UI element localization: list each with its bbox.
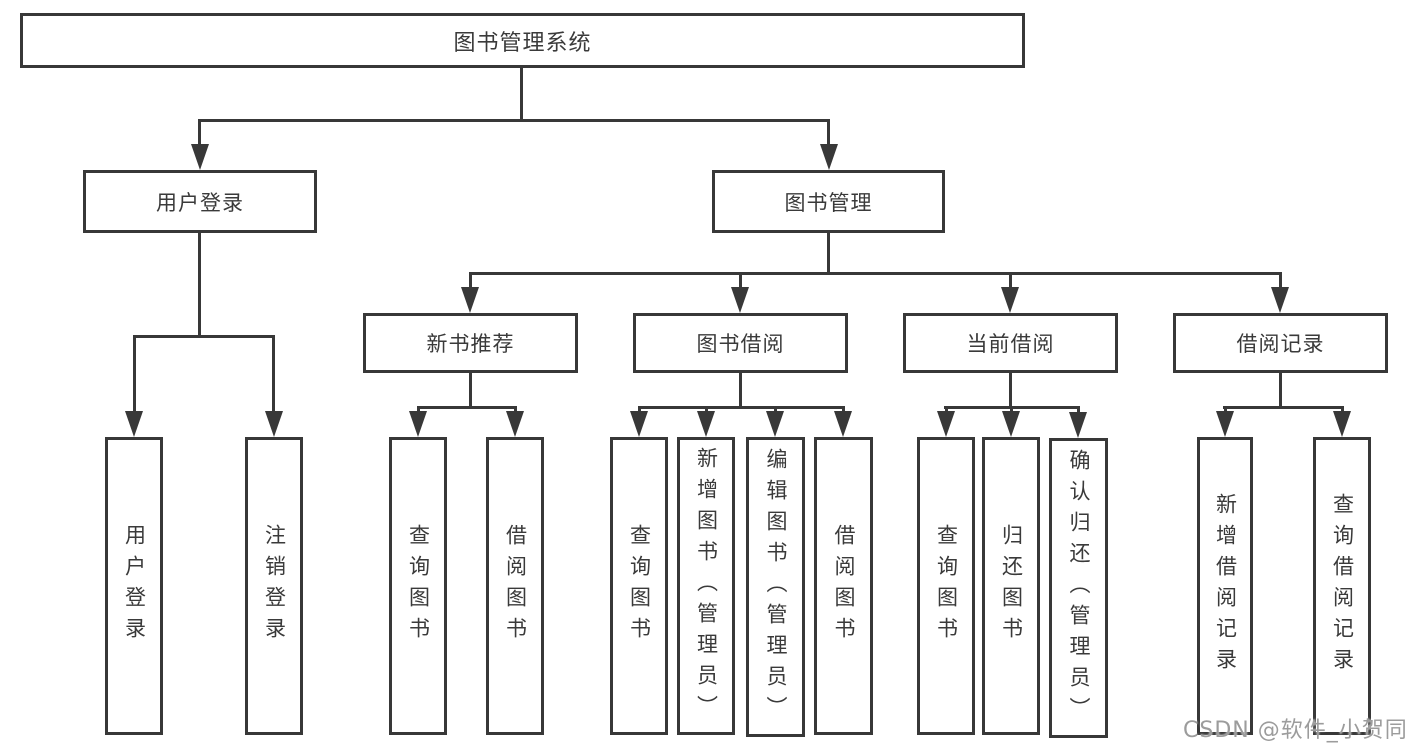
- connector-drop-leaf: [1010, 406, 1013, 414]
- arrowhead-book-borrowing: [731, 287, 749, 313]
- connector-drop-leaf: [945, 406, 948, 414]
- leaf-add-books-admin: 新增图书（管理员）: [677, 437, 735, 735]
- arrowhead-leaf-query-books-current: [937, 411, 955, 437]
- connector-drop-leaf: [774, 406, 777, 414]
- leaf-borrow-books: 借阅图书: [814, 437, 873, 735]
- leaf-edit-books-admin: 编辑图书（管理员）: [746, 437, 805, 737]
- connector-drop-leaf: [514, 406, 517, 414]
- arrowhead-leaf-logout: [265, 411, 283, 437]
- leaf-label: 查询图书: [406, 524, 431, 648]
- connector-current-borrowing-stem: [1009, 372, 1012, 408]
- connector-drop-leaf-logout: [272, 335, 275, 414]
- connector-book-borrowing-rail: [638, 406, 845, 409]
- connector-user-login-stem: [198, 233, 201, 337]
- leaf-add-borrow-record: 新增借阅记录: [1197, 437, 1253, 735]
- leaf-return-books: 归还图书: [982, 437, 1040, 735]
- connector-root-stem: [520, 68, 523, 121]
- leaf-label: 新增图书（管理员）: [694, 446, 719, 726]
- arrowhead-leaf-add-borrow-record: [1216, 411, 1234, 437]
- leaf-label: 用户登录: [122, 524, 147, 648]
- connector-book-borrowing-stem: [739, 372, 742, 408]
- node-label: 借阅记录: [1236, 332, 1325, 356]
- leaf-label: 确认归还（管理员）: [1067, 448, 1091, 728]
- arrowhead-leaf-login: [125, 411, 143, 437]
- connector-new-book-rail: [417, 406, 517, 409]
- leaf-label: 查询图书: [627, 524, 652, 648]
- arrowhead-leaf-return-books: [1002, 411, 1020, 437]
- node-book-management: 图书管理: [712, 170, 945, 233]
- connector-new-book-stem: [469, 372, 472, 408]
- node-library-management-system: 图书管理系统: [20, 13, 1025, 68]
- connector-drop-leaf: [417, 406, 420, 414]
- arrowhead-new-book: [461, 287, 479, 313]
- node-label: 当前借阅: [966, 332, 1055, 356]
- arrowhead-leaf-edit-books: [766, 411, 784, 437]
- arrowhead-borrowing-records: [1271, 287, 1289, 313]
- leaf-label: 新增借阅记录: [1213, 493, 1238, 679]
- arrowhead-leaf-confirm-return: [1069, 412, 1087, 438]
- leaf-label: 查询图书: [934, 524, 959, 648]
- connector-drop-leaf: [1077, 406, 1080, 414]
- node-current-borrowing: 当前借阅: [903, 313, 1118, 373]
- connector-borrowing-records-rail: [1223, 406, 1343, 409]
- leaf-label: 借阅图书: [503, 524, 528, 648]
- arrowhead-leaf-query-borrow-record: [1333, 411, 1351, 437]
- arrowhead-leaf-borrow-books: [834, 411, 852, 437]
- leaf-label: 查询借阅记录: [1330, 493, 1355, 679]
- node-label: 用户登录: [156, 190, 244, 215]
- node-label: 图书管理: [784, 190, 873, 215]
- arrowhead-leaf-query-books-recommend: [409, 411, 427, 437]
- node-new-book-recommendation: 新书推荐: [363, 313, 578, 373]
- leaf-label: 注销登录: [262, 524, 287, 648]
- arrowhead-current-borrowing: [1001, 287, 1019, 313]
- leaf-logout: 注销登录: [245, 437, 303, 735]
- connector-drop-current-borrowing: [1009, 272, 1012, 291]
- leaf-query-books-current: 查询图书: [917, 437, 975, 735]
- node-label: 新书推荐: [426, 332, 515, 356]
- leaf-label: 归还图书: [999, 524, 1024, 648]
- leaf-label: 借阅图书: [832, 524, 856, 648]
- connector-drop-book-management: [827, 119, 830, 148]
- connector-book-management-stem: [827, 233, 830, 275]
- connector-level3-rail: [469, 272, 1282, 275]
- leaf-query-borrow-record: 查询借阅记录: [1313, 437, 1371, 735]
- node-borrowing-records: 借阅记录: [1173, 313, 1388, 373]
- connector-drop-leaf-login: [133, 335, 136, 414]
- leaf-query-books-borrowing: 查询图书: [610, 437, 668, 735]
- connector-user-login-rail: [133, 335, 275, 338]
- arrowhead-user-login: [191, 144, 209, 170]
- arrowhead-leaf-add-books: [697, 411, 715, 437]
- connector-borrowing-records-stem: [1279, 372, 1282, 408]
- arrowhead-leaf-query-books-borrowing: [630, 411, 648, 437]
- connector-drop-leaf: [1224, 406, 1227, 414]
- arrowhead-book-management: [820, 144, 838, 170]
- connector-drop-new-book: [469, 272, 472, 291]
- node-user-login: 用户登录: [83, 170, 317, 233]
- connector-drop-leaf: [705, 406, 708, 414]
- leaf-user-login: 用户登录: [105, 437, 163, 735]
- node-book-borrowing: 图书借阅: [633, 313, 848, 373]
- connector-level2-rail: [199, 119, 830, 122]
- leaf-query-books-recommend: 查询图书: [389, 437, 447, 735]
- connector-drop-user-login: [198, 119, 201, 148]
- leaf-label: 编辑图书（管理员）: [764, 447, 788, 727]
- connector-drop-book-borrowing: [739, 272, 742, 291]
- arrowhead-leaf-borrow-books-recommend: [506, 411, 524, 437]
- connector-drop-leaf: [1341, 406, 1344, 414]
- leaf-confirm-return-admin: 确认归还（管理员）: [1049, 438, 1108, 738]
- leaf-borrow-books-recommend: 借阅图书: [486, 437, 544, 735]
- connector-drop-leaf: [842, 406, 845, 414]
- node-label: 图书借阅: [696, 332, 785, 356]
- node-label: 图书管理系统: [453, 30, 592, 56]
- watermark: CSDN @软件_小贺同学: [1183, 718, 1405, 743]
- connector-drop-borrowing-records: [1279, 272, 1282, 291]
- connector-drop-leaf: [638, 406, 641, 414]
